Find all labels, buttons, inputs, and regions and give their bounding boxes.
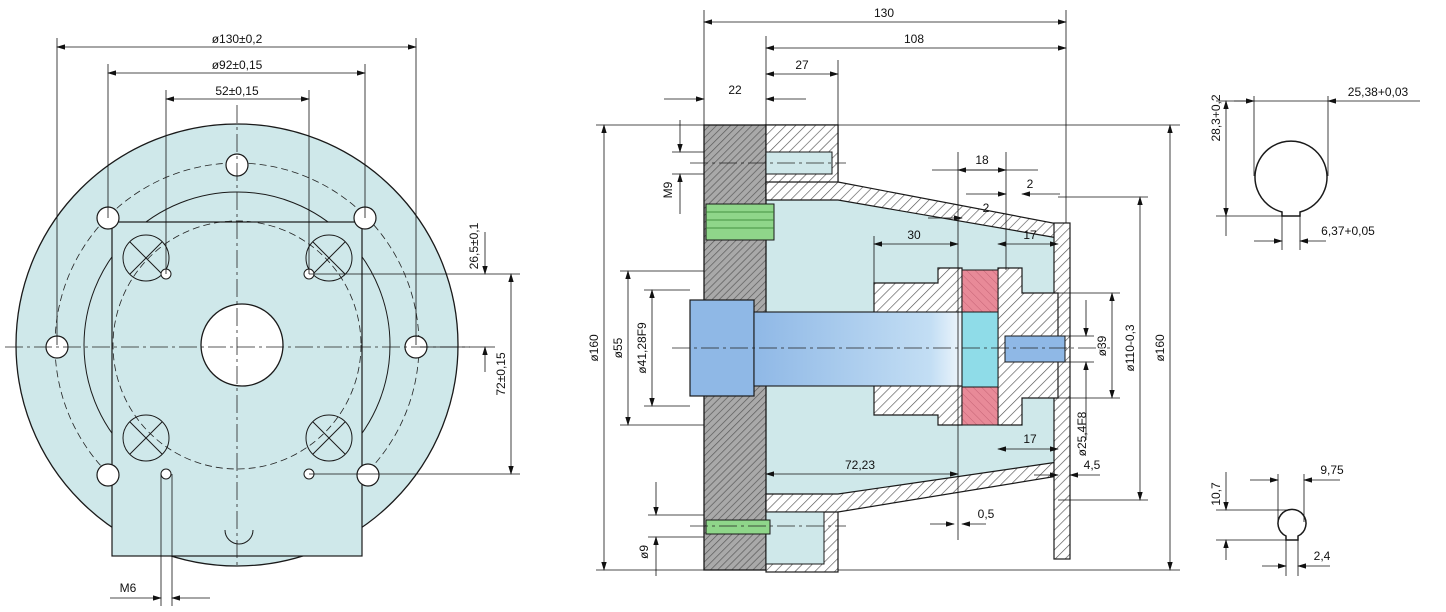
label-72: 72±0,15 (494, 352, 508, 396)
cross-hole-lr (305, 414, 353, 462)
keyway-profile (1254, 140, 1328, 217)
label-25-38: 25,38+0,03 (1348, 85, 1409, 99)
hole-lower-left (96, 463, 120, 487)
cross-holes (122, 234, 353, 462)
cross-hole-ll (122, 414, 170, 462)
shaft-tip (1004, 335, 1066, 363)
cross-mark-ll-2 (129, 421, 163, 455)
cross-mark-ul-2 (129, 241, 163, 275)
label-10-7: 10,7 (1209, 482, 1223, 506)
small-keyway-profile (1277, 508, 1307, 541)
cross-hole-ur (305, 234, 353, 282)
bearing-bottom-race (961, 386, 999, 426)
bottom-notch (224, 529, 254, 545)
label-6-37: 6,37+0,05 (1321, 224, 1375, 238)
label-d55: ø55 (611, 337, 625, 358)
label-d25: ø25,4F8 (1075, 411, 1089, 456)
lower-hole (765, 511, 825, 565)
label-72-23: 72,23 (845, 458, 875, 472)
label-22: 22 (728, 83, 742, 97)
label-m6: M6 (120, 581, 137, 595)
label-d9: ø9 (637, 545, 651, 559)
label-30: 30 (907, 228, 921, 242)
cross-hole-ul (122, 234, 170, 282)
label-27: 27 (795, 58, 809, 72)
label-130: 130 (874, 6, 894, 20)
label-52: 52±0,15 (215, 84, 259, 98)
thread-insert-bottom (705, 519, 771, 535)
bearing-top-race (961, 269, 999, 313)
detail-bottom-keyway: 10,7 9,75 2,4 (1209, 463, 1344, 576)
label-108: 108 (904, 32, 924, 46)
label-4-5: 4,5 (1084, 458, 1101, 472)
m6-hole-ll (160, 468, 172, 480)
label-17-top: 17 (1023, 228, 1037, 242)
label-26-5: 26,5±0,1 (467, 222, 481, 269)
label-9-75: 9,75 (1320, 463, 1344, 477)
label-d110: ø110-0,3 (1123, 324, 1137, 371)
label-2-mid: 2 (983, 201, 990, 215)
cross-mark-ur-2 (312, 241, 346, 275)
label-28-3: 28,3+0,2 (1209, 94, 1223, 141)
label-2-4: 2,4 (1314, 549, 1331, 563)
center-bore (200, 303, 284, 387)
label-d160-left: ø160 (587, 334, 601, 362)
thread-insert-top (705, 203, 775, 241)
label-m9: M9 (661, 181, 675, 198)
label-d41: ø41,28F9 (635, 322, 649, 374)
label-17-bottom: 17 (1023, 432, 1037, 446)
detail-top-keyway: 28,3+0,2 25,38+0,03 6,37+0,05 (1209, 85, 1420, 250)
thread-lines-top (706, 211, 774, 229)
label-d130: ø130±0,2 (212, 32, 263, 46)
label-d92: ø92±0,15 (212, 58, 263, 72)
section-view: 130 108 27 22 ø160 ø55 ø41,28F9 M9 (587, 6, 1180, 576)
shaft-body (753, 311, 963, 387)
label-d39: ø39 (1095, 335, 1109, 356)
hole-lower-right (356, 463, 380, 487)
label-0-5: 0,5 (978, 507, 995, 521)
front-view: ø130±0,2 ø92±0,15 52±0,15 26,5±0,1 72±0,… (5, 32, 520, 606)
label-18: 18 (975, 153, 989, 167)
label-2-top: 2 (1027, 177, 1034, 191)
cross-mark-lr-2 (312, 421, 346, 455)
label-d160-right: ø160 (1153, 334, 1167, 362)
bearing-inner (961, 311, 999, 388)
